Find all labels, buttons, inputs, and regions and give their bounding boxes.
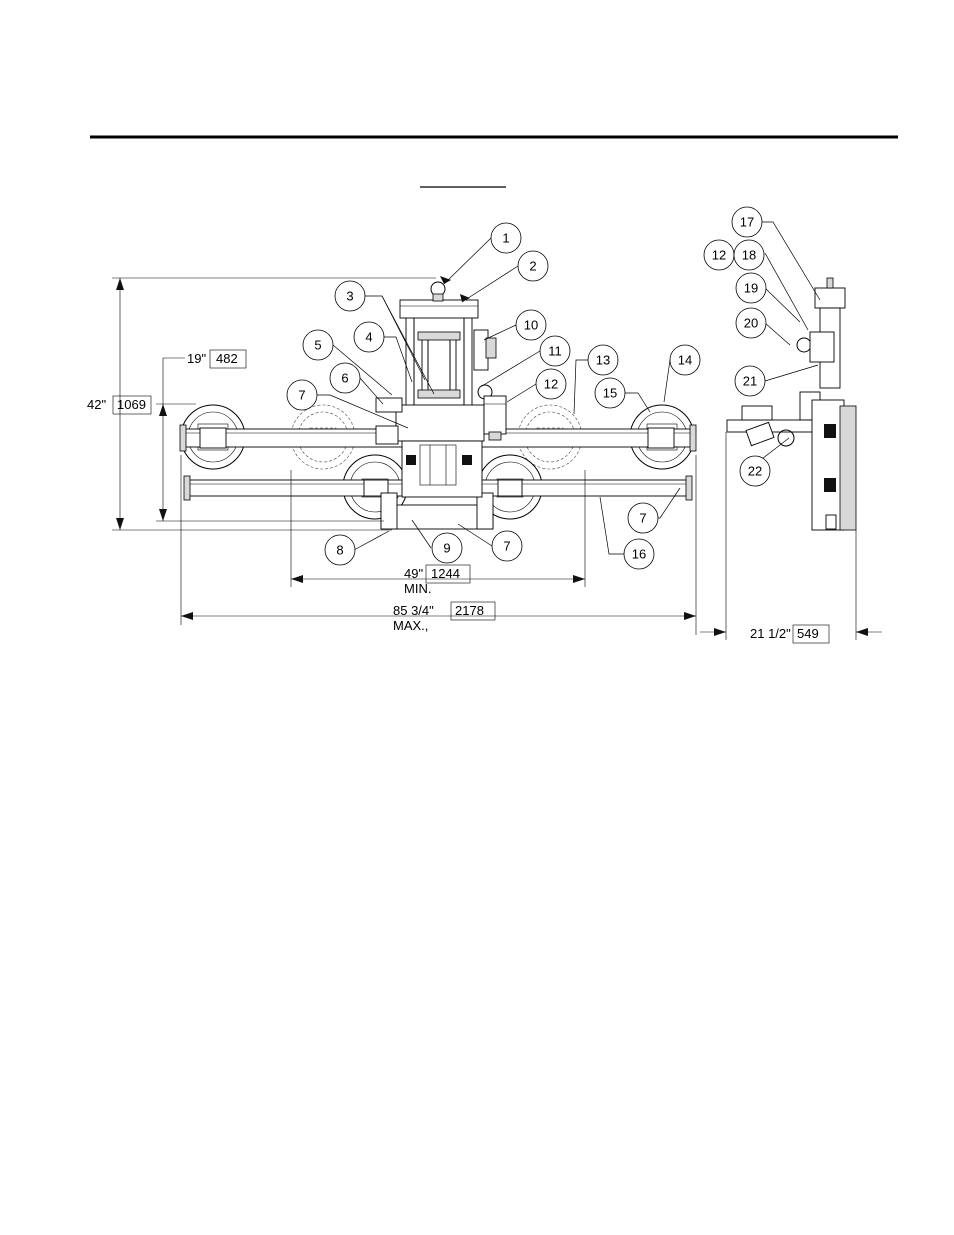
callout-13: 13 (588, 345, 618, 375)
svg-text:16: 16 (632, 547, 646, 562)
callout-10: 10 (516, 310, 546, 340)
svg-text:7: 7 (639, 511, 646, 526)
callout-9: 9 (432, 533, 462, 563)
svg-text:12: 12 (712, 248, 726, 263)
callout-3: 3 (335, 281, 365, 311)
callout-5: 5 (303, 330, 333, 360)
callout-4: 4 (354, 322, 384, 352)
dim-width-min-mm: 1244 (431, 566, 460, 581)
callout-12: 12 (536, 369, 566, 399)
dim-height-in: 42" (87, 397, 106, 412)
callout-12-side: 12 (704, 240, 734, 270)
svg-text:3: 3 (346, 289, 353, 304)
callout-1: 1 (491, 223, 521, 253)
callout-19: 19 (736, 273, 766, 303)
callout-15: 15 (595, 378, 625, 408)
svg-text:7: 7 (503, 539, 510, 554)
callout-14: 14 (670, 345, 700, 375)
svg-text:18: 18 (742, 248, 756, 263)
dim-depth-mm: 549 (797, 626, 819, 641)
dim-width-max-mm: 2178 (455, 603, 484, 618)
svg-text:9: 9 (443, 541, 450, 556)
svg-text:15: 15 (603, 386, 617, 401)
callout-7-bottom: 7 (492, 531, 522, 561)
callout-2: 2 (518, 251, 548, 281)
dim-width-min-in: 49" (404, 566, 423, 581)
filter (484, 396, 506, 434)
svg-text:2: 2 (529, 259, 536, 274)
svg-text:1: 1 (502, 231, 509, 246)
callout-22: 22 (740, 456, 770, 486)
svg-text:10: 10 (524, 318, 538, 333)
callout-20: 20 (736, 308, 766, 338)
callout-16: 16 (624, 539, 654, 569)
svg-text:22: 22 (748, 464, 762, 479)
svg-text:17: 17 (740, 215, 754, 230)
svg-text:7: 7 (298, 388, 305, 403)
vacuum-cylinder (422, 338, 456, 392)
dim-width-min-note: MIN. (404, 581, 431, 596)
base-frame (381, 505, 493, 529)
callout-21: 21 (735, 366, 765, 396)
svg-text:19: 19 (744, 281, 758, 296)
svg-text:12: 12 (544, 377, 558, 392)
callout-8: 8 (325, 535, 355, 565)
svg-text:21: 21 (743, 374, 757, 389)
svg-text:8: 8 (336, 543, 343, 558)
dim-height2-in: 19" (187, 351, 206, 366)
svg-text:20: 20 (744, 316, 758, 331)
svg-text:4: 4 (365, 330, 372, 345)
callout-6: 6 (330, 363, 360, 393)
callout-17: 17 (732, 207, 762, 237)
callout-7-right: 7 (628, 503, 658, 533)
dimension-lines (112, 278, 882, 640)
dim-height-mm: 1069 (117, 397, 146, 412)
dim-width-max-note: MAX., (393, 618, 428, 633)
callout-11: 11 (540, 336, 570, 366)
callout-18: 18 (734, 240, 764, 270)
dim-height2-mm: 482 (216, 351, 238, 366)
dim-depth-in: 21 1/2" (750, 626, 791, 641)
dim-width-max-in: 85 3/4" (393, 603, 434, 618)
svg-text:6: 6 (341, 371, 348, 386)
svg-text:5: 5 (314, 338, 321, 353)
callout-7-upper: 7 (287, 380, 317, 410)
svg-text:13: 13 (596, 353, 610, 368)
svg-text:14: 14 (678, 353, 692, 368)
svg-text:11: 11 (548, 344, 562, 359)
